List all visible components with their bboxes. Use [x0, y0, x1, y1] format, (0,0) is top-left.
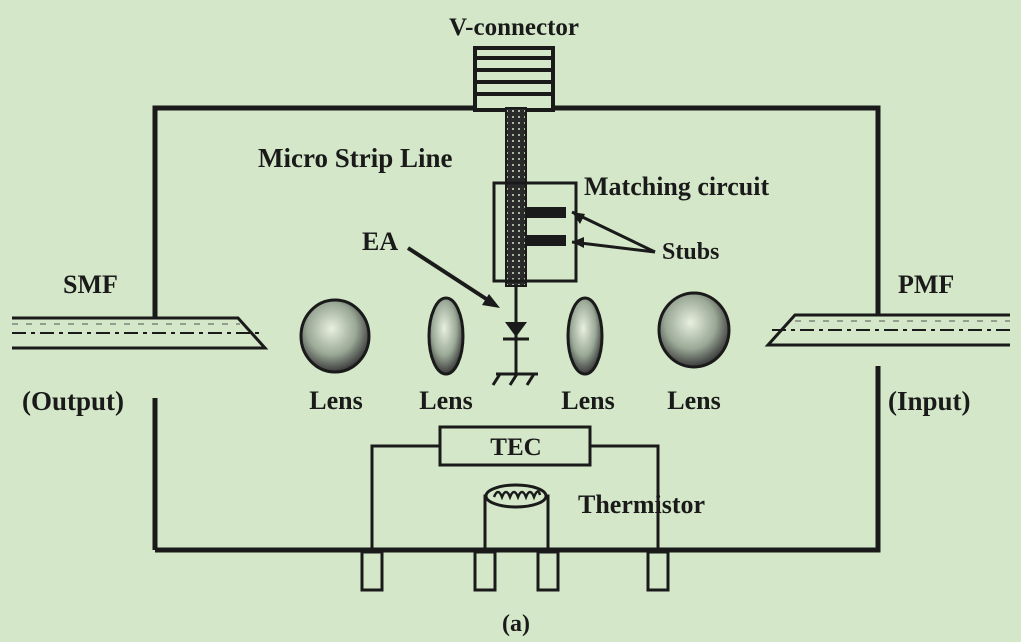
thermistor [483, 483, 550, 574]
tec-lead-right [590, 444, 660, 574]
label-ea: EA [362, 227, 399, 256]
tec-lead-left [370, 444, 440, 574]
label-lens-2: Lens [419, 386, 473, 415]
label-lens-3: Lens [561, 386, 615, 415]
lens-1-ball [299, 298, 371, 374]
label-matching-circuit: Matching circuit [584, 172, 770, 201]
stubs-arrowhead-lower [572, 237, 584, 248]
pin-2 [473, 550, 497, 592]
label-smf: SMF [63, 270, 118, 299]
label-output: (Output) [22, 386, 125, 416]
pin-4 [646, 550, 670, 592]
pin-1 [360, 550, 384, 592]
label-stubs: Stubs [662, 239, 720, 265]
label-micro-strip-line: Micro Strip Line [258, 143, 453, 173]
stub-lower [526, 235, 566, 246]
v-connector [473, 46, 555, 112]
ea-diode [491, 286, 538, 386]
stub-upper [526, 207, 566, 218]
lens-3-rod [566, 296, 604, 376]
tec-box [438, 425, 592, 467]
label-v-connector: V-connector [448, 14, 580, 41]
ea-arrowhead [482, 294, 500, 308]
smf-fiber [12, 316, 269, 350]
pin-3 [536, 550, 560, 592]
figure-caption: (a) [502, 611, 530, 637]
matching-circuit-box [492, 181, 578, 283]
label-lens-1: Lens [309, 386, 363, 415]
stubs-pointer-lower [571, 240, 656, 254]
label-tec: TEC [490, 434, 542, 461]
pmf-fiber [764, 313, 1010, 347]
lens-4-ball [657, 291, 731, 369]
ea-pointer [406, 246, 496, 306]
micro-strip-line [505, 107, 527, 287]
stubs-pointer-upper [571, 210, 656, 254]
stubs-arrowhead-upper [572, 212, 585, 224]
label-input: (Input) [888, 386, 971, 416]
package-housing [152, 105, 881, 553]
label-lens-4: Lens [667, 386, 721, 415]
label-pmf: PMF [898, 270, 955, 299]
label-thermistor: Thermistor [578, 490, 706, 519]
lens-2-rod [427, 296, 465, 376]
